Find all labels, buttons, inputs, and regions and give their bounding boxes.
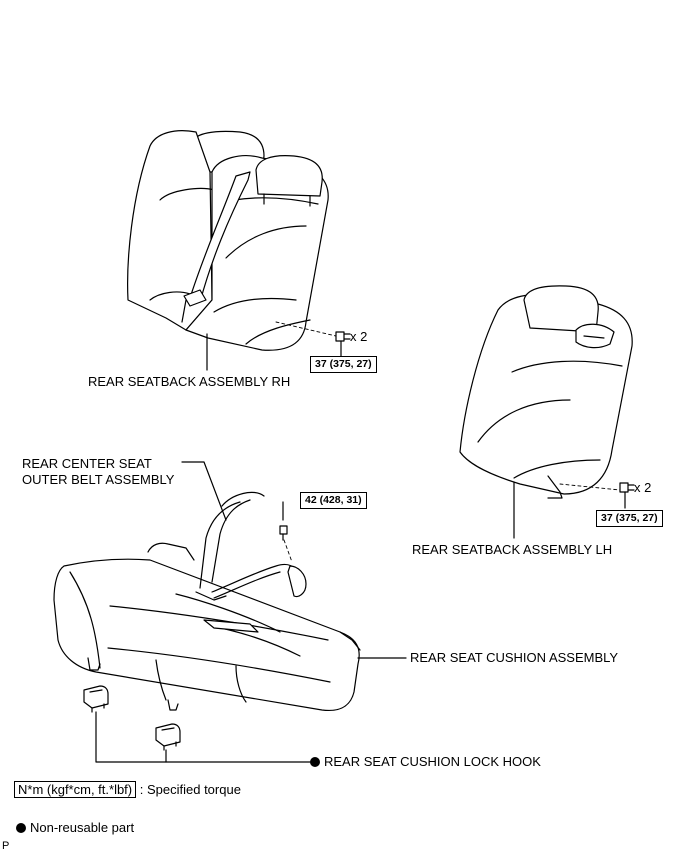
legend-torque-desc: : Specified torque	[139, 782, 241, 797]
torque-rh-bolts: 37 (375, 27)	[310, 356, 377, 373]
label-lock-hook: REAR SEAT CUSHION LOCK HOOK	[310, 754, 541, 770]
label-center-belt-line2: OUTER BELT ASSEMBLY	[22, 472, 175, 487]
label-seatback-rh: REAR SEATBACK ASSEMBLY RH	[88, 374, 291, 389]
seatback-rh-illustration	[127, 130, 351, 371]
legend-dot-icon	[16, 823, 26, 833]
lock-hook-illustration	[83, 685, 311, 763]
torque-lh-bolts: 37 (375, 27)	[596, 510, 663, 527]
torque-belt-bolt: 42 (428, 31)	[300, 492, 367, 509]
legend-torque: N*m (kgf*cm, ft.*lbf) : Specified torque	[14, 781, 241, 798]
legend-torque-unit: N*m (kgf*cm, ft.*lbf)	[14, 781, 137, 798]
legend-nonreusable: Non-reusable part	[16, 820, 134, 836]
label-seatback-lh: REAR SEATBACK ASSEMBLY LH	[412, 542, 613, 557]
legend-nonreusable-desc: Non-reusable part	[30, 820, 135, 835]
seat-cushion-illustration	[53, 461, 407, 712]
qty-lh-bolts: x 2	[634, 480, 652, 495]
qty-rh-bolts: x 2	[350, 329, 368, 344]
nonreusable-dot-icon	[310, 757, 320, 767]
corner-mark: P	[2, 840, 10, 852]
label-cushion: REAR SEAT CUSHION ASSEMBLY	[410, 650, 619, 665]
label-lock-hook-text: REAR SEAT CUSHION LOCK HOOK	[324, 754, 541, 769]
label-center-belt-line1: REAR CENTER SEAT	[22, 456, 152, 471]
seatback-lh-illustration	[459, 285, 635, 539]
